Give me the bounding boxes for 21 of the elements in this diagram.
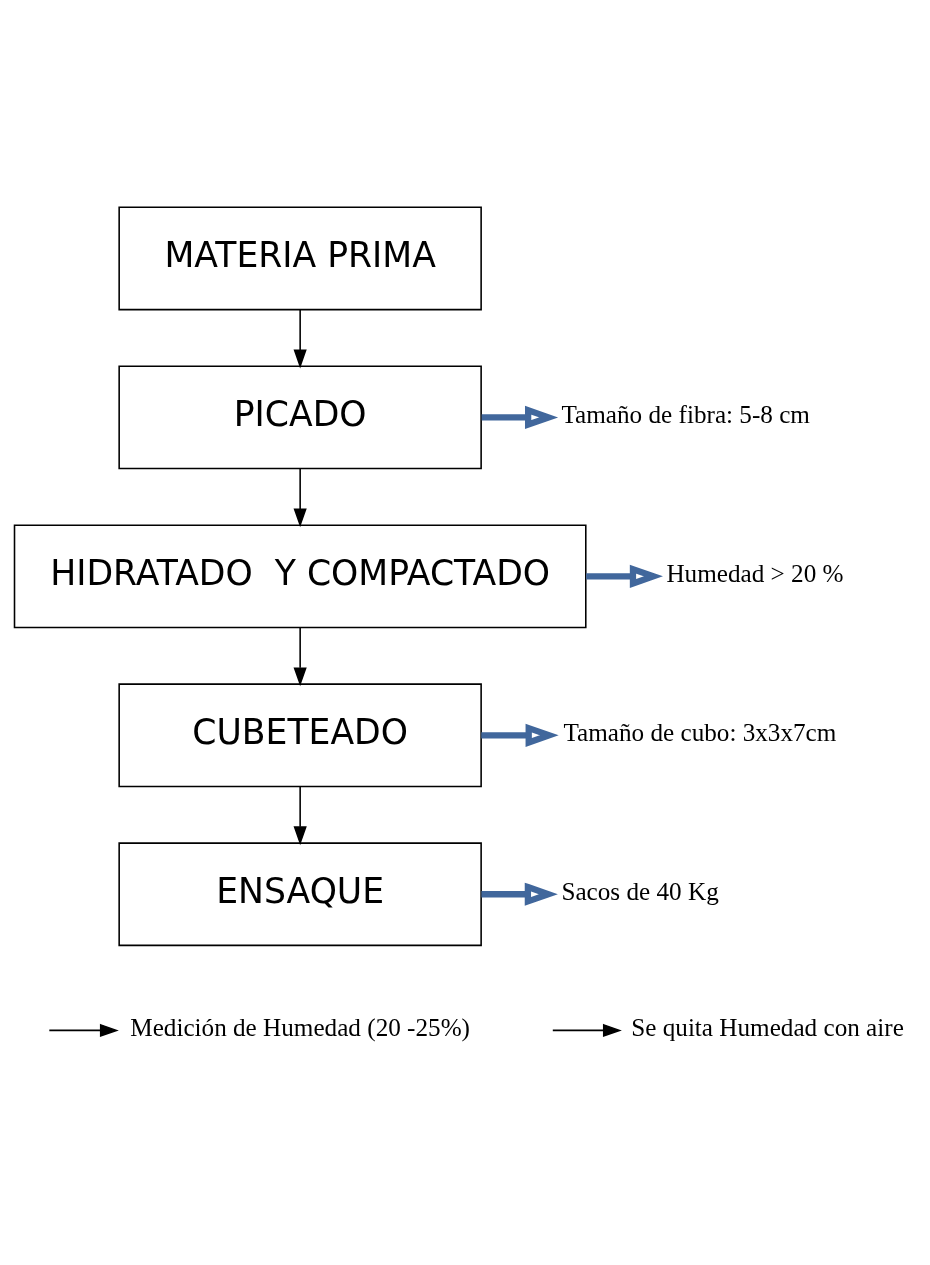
arrow <box>293 626 307 686</box>
arrow <box>293 467 307 527</box>
arrow <box>293 308 307 368</box>
node-text: Medición de Humedad (20 -25%) <box>130 1013 471 1041</box>
arrow <box>586 564 663 588</box>
arrow <box>552 1023 622 1037</box>
node-text: Humedad > 20 % <box>666 559 844 587</box>
arrow <box>48 1023 119 1037</box>
node-box: PICADO <box>118 364 482 469</box>
node-text: Sacos de 40 Kg <box>561 877 719 905</box>
node-box: CUBETEADO <box>118 682 482 787</box>
node-box: HIDRATADO Y COMPACTADO <box>13 523 587 628</box>
arrow <box>481 405 559 429</box>
node-box: MATERIA PRIMA <box>118 206 482 310</box>
arrow <box>293 785 307 845</box>
arrow <box>481 723 559 747</box>
node-text: Se quita Humedad con aire <box>631 1013 904 1041</box>
node-box: ENSAQUE <box>118 841 482 946</box>
arrow <box>481 882 558 906</box>
node-text: Tamaño de fibra: 5-8 cm <box>561 400 810 428</box>
node-text: Tamaño de cubo: 3x3x7cm <box>563 718 837 746</box>
